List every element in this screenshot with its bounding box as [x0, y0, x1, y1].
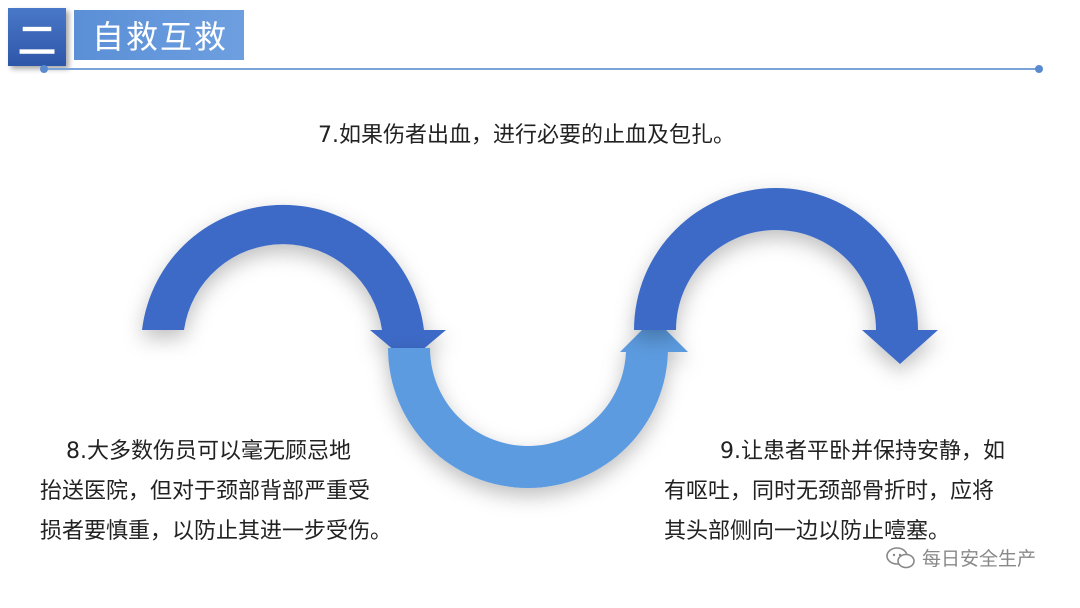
arc-left — [142, 204, 446, 362]
arc-right — [634, 188, 938, 364]
section-title: 自救互救 — [74, 10, 244, 60]
divider-dot-right — [1035, 65, 1043, 73]
watermark: 每日安全生产 — [886, 544, 1036, 571]
step-9-line-3: 其头部侧向一边以防止噎塞。 — [664, 519, 951, 544]
section-number-badge: 二 — [8, 8, 66, 66]
divider-dot-left — [40, 65, 48, 73]
step-8-text: 8.大多数伤员可以毫无顾忌地 抬送医院，但对于颈部背部严重受 损者要慎重，以防止… — [40, 432, 420, 552]
step-9-text: 9.让患者平卧并保持安静，如 有呕吐，同时无颈部骨折时，应将 其头部侧向一边以防… — [664, 432, 1064, 552]
header-divider — [44, 68, 1040, 70]
step-9-line-1: 9.让患者平卧并保持安静，如 — [720, 439, 1005, 464]
arc-bottom — [388, 318, 688, 488]
watermark-text: 每日安全生产 — [921, 548, 1036, 570]
step-9-line-2: 有呕吐，同时无颈部骨折时，应将 — [664, 479, 995, 504]
step-8-line-3: 损者要慎重，以防止其进一步受伤。 — [40, 519, 393, 544]
step-8-line-1: 8.大多数伤员可以毫无顾忌地 — [66, 439, 351, 464]
step-7-text: 7.如果伤者出血，进行必要的止血及包扎。 — [318, 123, 735, 148]
step-8-line-2: 抬送医院，但对于颈部背部严重受 — [40, 479, 371, 504]
wechat-icon — [886, 546, 915, 568]
